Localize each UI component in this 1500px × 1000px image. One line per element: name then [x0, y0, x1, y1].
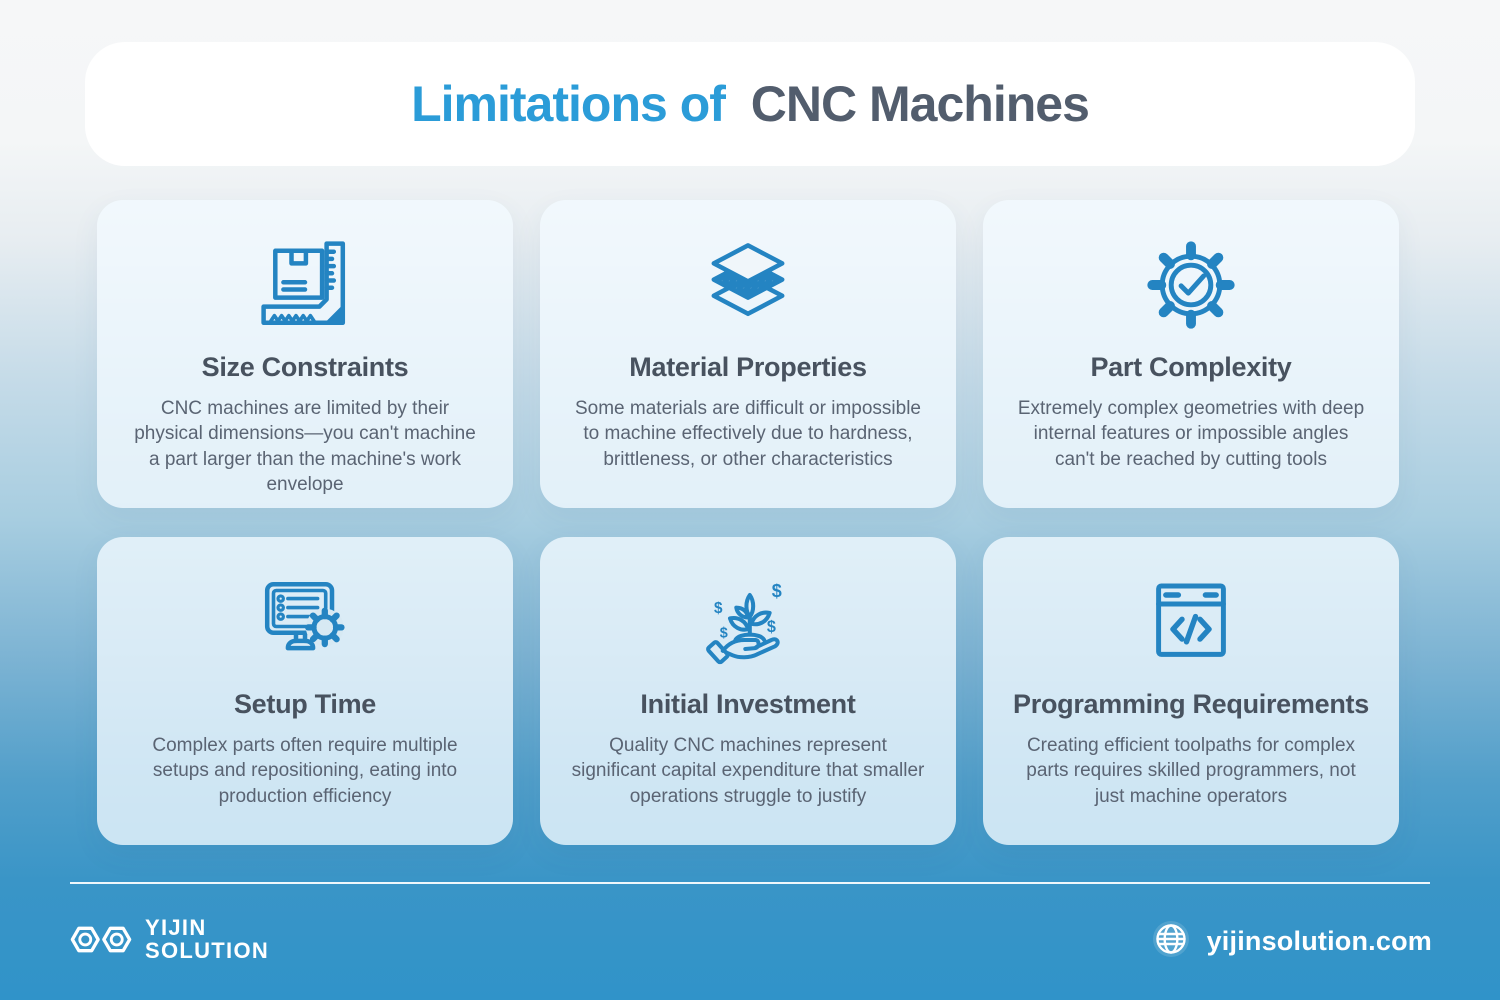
- card-description: Creating efficient toolpaths for complex…: [1026, 735, 1356, 807]
- card-part-complexity: Part Complexity Extremely complex geomet…: [983, 200, 1399, 508]
- page-title-rest: CNC Machines: [750, 76, 1090, 132]
- brand-name: YIJIN SOLUTION: [145, 916, 269, 963]
- card-title: Part Complexity: [1090, 352, 1292, 382]
- header-panel: Limitations of CNC Machines: [85, 42, 1415, 166]
- svg-text:$: $: [714, 600, 723, 617]
- card-material-properties: Material Properties Some materials are d…: [540, 200, 956, 508]
- card-title: Setup Time: [233, 689, 377, 719]
- ruler-box-icon: [121, 238, 489, 332]
- card-programming-requirements: Programming Requirements Creating effici…: [983, 537, 1399, 845]
- yijin-infinity-logo-icon: [70, 924, 132, 955]
- monitor-gear-icon: [121, 575, 489, 669]
- svg-text:$: $: [772, 581, 782, 601]
- card-description: Quality CNC machines represent significa…: [571, 735, 925, 807]
- card-title: Size Constraints: [201, 352, 409, 382]
- card-description: Some materials are difficult or impossib…: [574, 398, 921, 470]
- page-title-highlight: Limitations of: [411, 76, 726, 132]
- footer-divider: [70, 882, 1430, 884]
- card-description: Complex parts often require multiple set…: [152, 735, 458, 807]
- svg-text:$: $: [767, 618, 776, 636]
- website-url: yijinsolution.com: [1206, 926, 1432, 956]
- card-title: Programming Requirements: [1013, 689, 1369, 719]
- card-title: Initial Investment: [640, 689, 856, 719]
- code-window-icon: [1007, 575, 1375, 669]
- gear-check-icon: [1007, 238, 1375, 332]
- card-title: Material Properties: [629, 352, 867, 382]
- website-footer: yijinsolution.com: [1152, 920, 1432, 963]
- svg-text:$: $: [720, 625, 728, 641]
- card-initial-investment: $ $ $ $ Initial Investment Quality CNC m…: [540, 537, 956, 845]
- investment-hand-icon: $ $ $ $: [564, 575, 932, 669]
- card-size-constraints: Size Constraints CNC machines are limite…: [97, 200, 513, 508]
- card-setup-time: Setup Time Complex parts often require m…: [97, 537, 513, 845]
- brand-logo: YIJIN SOLUTION: [70, 916, 269, 963]
- cards-grid: Size Constraints CNC machines are limite…: [97, 200, 1399, 845]
- material-layers-icon: [564, 238, 932, 332]
- page-title: Limitations of CNC Machines: [411, 75, 1090, 133]
- card-description: CNC machines are limited by their physic…: [134, 398, 476, 496]
- brand-name-line2: SOLUTION: [145, 938, 270, 964]
- globe-icon: [1152, 920, 1190, 963]
- card-description: Extremely complex geometries with deep i…: [1017, 398, 1365, 470]
- brand-name-line1: YIJIN: [145, 915, 207, 940]
